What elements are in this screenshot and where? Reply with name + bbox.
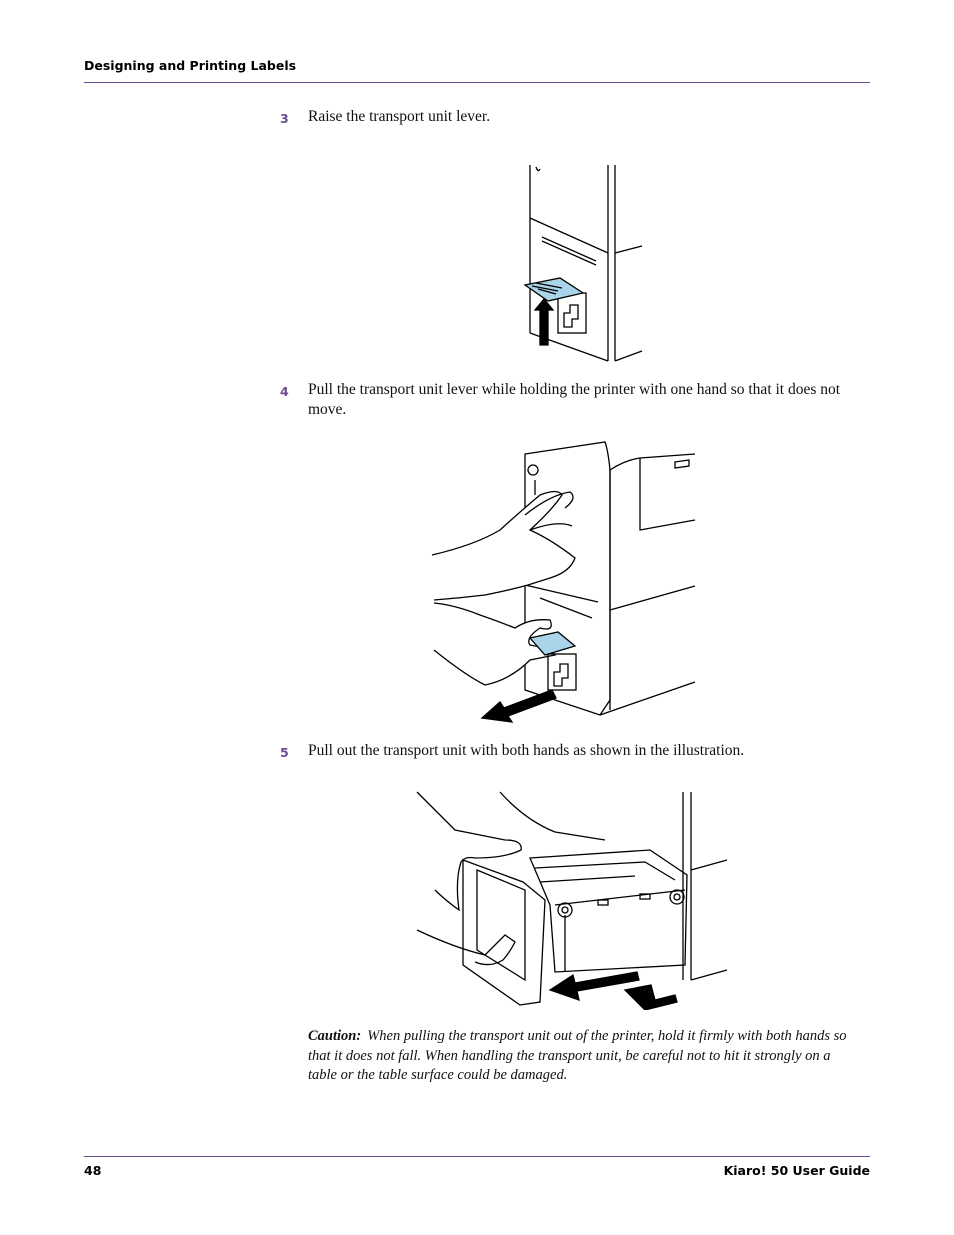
pull-lever-illustration	[430, 440, 700, 725]
caution-text: When pulling the transport unit out of t…	[308, 1028, 847, 1083]
step-text: Raise the transport unit lever.	[308, 108, 491, 125]
step-5: 5 Pull out the transport unit with both …	[280, 741, 875, 761]
page-number: 48	[84, 1163, 102, 1178]
step-text: Pull out the transport unit with both ha…	[308, 742, 745, 759]
pull-out-transport-illustration	[415, 790, 730, 1010]
header-divider	[84, 82, 870, 83]
guide-title: Kiaro! 50 User Guide	[723, 1163, 870, 1178]
raise-lever-illustration	[520, 163, 645, 363]
step-number: 5	[280, 745, 289, 760]
caution-label: Caution:	[308, 1028, 362, 1044]
step-3: 3 Raise the transport unit lever.	[280, 107, 875, 127]
section-title: Designing and Printing Labels	[84, 58, 297, 73]
step-4: 4 Pull the transport unit lever while ho…	[280, 380, 875, 419]
step-text: Pull the transport unit lever while hold…	[308, 381, 841, 418]
caution-note: Caution:When pulling the transport unit …	[308, 1027, 863, 1086]
footer-divider	[84, 1156, 870, 1157]
step-number: 3	[280, 111, 289, 126]
step-number: 4	[280, 384, 289, 399]
